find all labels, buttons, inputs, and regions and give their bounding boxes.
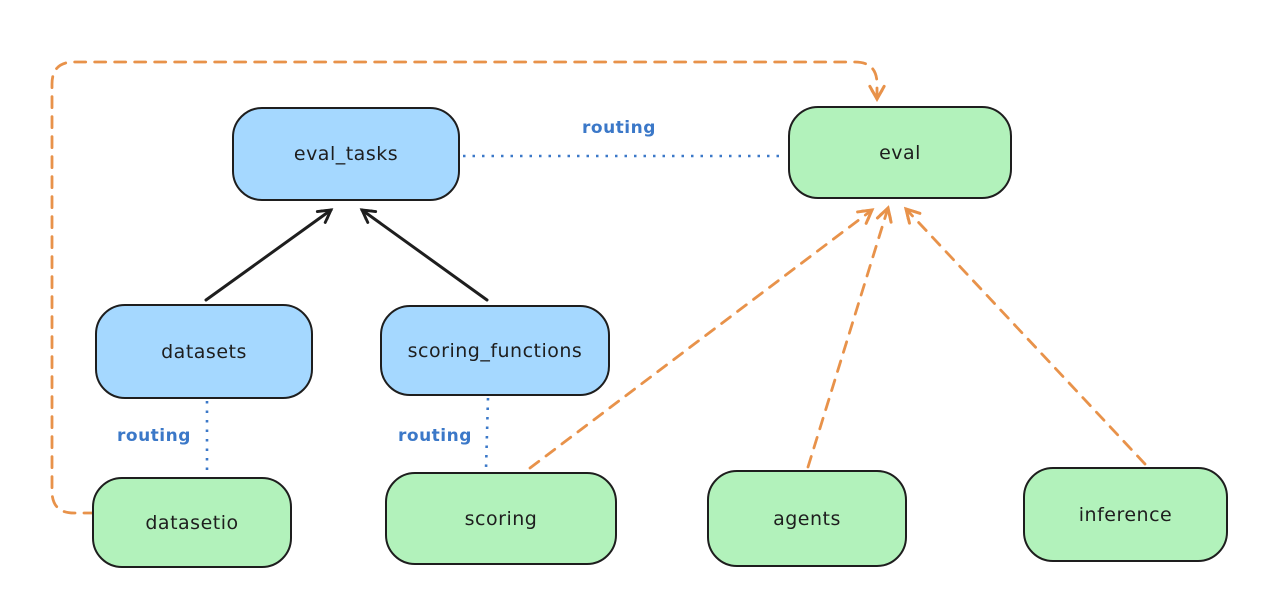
node-eval: eval — [788, 106, 1012, 199]
node-datasets: datasets — [95, 304, 313, 399]
edge-agents-to-eval — [806, 205, 893, 469]
node-scoring: scoring — [385, 472, 617, 565]
edge-scoring-functions-to-scoring-routing — [484, 397, 490, 470]
node-inference-label: inference — [1078, 503, 1173, 526]
node-scoring-functions: scoring_functions — [380, 305, 610, 396]
edge-datasets-to-eval-tasks — [204, 208, 334, 302]
node-scoring-functions-label: scoring_functions — [407, 339, 583, 362]
edge-label-routing-scoring: routing — [398, 426, 472, 446]
edge-datasetio-to-eval — [50, 60, 886, 515]
node-inference: inference — [1023, 467, 1228, 562]
edge-scoring-to-eval — [528, 208, 875, 470]
node-agents-label: agents — [773, 507, 841, 530]
edge-scoring-functions-to-eval-tasks — [359, 208, 489, 302]
node-scoring-label: scoring — [464, 507, 538, 530]
node-eval-tasks: eval_tasks — [232, 107, 460, 201]
edge-inference-to-eval — [903, 206, 1147, 466]
node-datasetio-label: datasetio — [145, 511, 239, 534]
node-datasetio: datasetio — [92, 477, 292, 568]
node-eval-tasks-label: eval_tasks — [293, 143, 399, 165]
edge-label-routing-top: routing — [582, 118, 656, 138]
node-datasets-label: datasets — [161, 340, 247, 363]
edge-label-routing-datasets: routing — [117, 426, 191, 446]
node-agents: agents — [707, 470, 907, 567]
node-eval-label: eval — [879, 141, 921, 164]
